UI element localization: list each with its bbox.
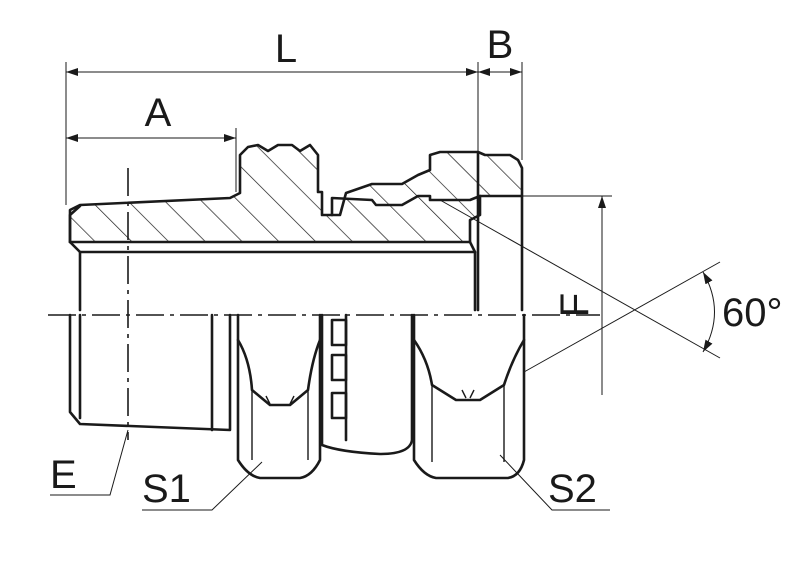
- leader-e: [50, 429, 129, 496]
- connector-ring-1: [330, 318, 348, 347]
- connector-ring-3: [330, 391, 348, 420]
- hex-nut-s2: [412, 313, 526, 480]
- hex-nut-s2-chamfer: [461, 389, 475, 399]
- dimension-e: E: [50, 168, 129, 497]
- label-s1: S1: [142, 467, 191, 511]
- dim-a-label: A: [145, 91, 172, 135]
- connector-ring-2: [330, 353, 348, 382]
- hex-nut-s1-facet: [251, 390, 309, 460]
- cone-angle-arc: [702, 271, 715, 353]
- bore-left-line: [68, 240, 82, 312]
- cone-angle: 60°: [439, 199, 783, 373]
- connector-body: [320, 313, 414, 456]
- cone-line-lower: [523, 261, 721, 373]
- label-e: E: [50, 453, 77, 497]
- dim-f-label: F: [553, 293, 597, 317]
- thread-crest-line: [68, 204, 82, 244]
- hatched-section: [68, 143, 524, 244]
- dim-b-label: B: [487, 23, 514, 67]
- upper-section-view: [68, 143, 524, 312]
- leader-s1: [142, 461, 263, 511]
- cone-line-upper: [439, 199, 721, 359]
- hex-nut-s2-facet: [431, 385, 505, 462]
- thread-body: [68, 313, 232, 432]
- label-s1-group: S1: [142, 461, 263, 511]
- label-s2-group: S2: [499, 454, 610, 511]
- label-s2: S2: [548, 467, 597, 511]
- leader-s2: [499, 454, 610, 511]
- hex-nut-s1: [236, 313, 322, 480]
- hex-nut-s2-edge: [412, 338, 526, 402]
- dimension-a: A: [66, 91, 237, 192]
- dimension-b: B: [478, 23, 523, 160]
- angle-label: 60°: [722, 291, 783, 335]
- lower-exterior-view: [68, 313, 526, 480]
- hex-nut-s1-chamfer: [265, 395, 295, 405]
- dimension-l: L: [65, 27, 479, 205]
- bore-right-line: [468, 240, 477, 312]
- dim-l-label: L: [275, 27, 297, 71]
- nut-seat-outline: [330, 194, 482, 217]
- dimension-f: F: [522, 195, 612, 395]
